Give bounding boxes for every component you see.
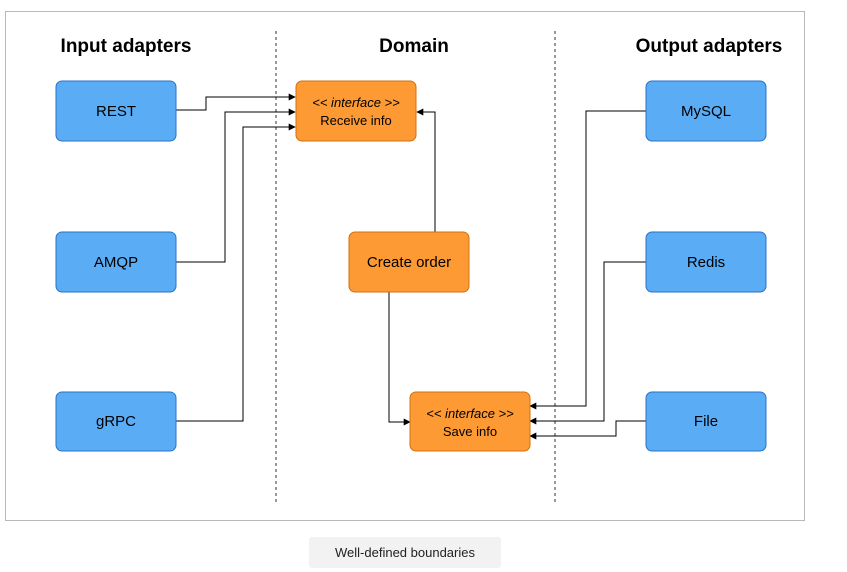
- adapter-grpc[interactable]: gRPC: [55, 391, 177, 452]
- domain-save-info[interactable]: << interface >> Save info: [409, 391, 531, 452]
- adapter-redis-label: Redis: [687, 254, 725, 271]
- adapter-amqp-label: AMQP: [94, 254, 138, 271]
- connector-rest-to-receive: [176, 93, 296, 111]
- domain-create-order[interactable]: Create order: [348, 231, 470, 293]
- adapter-grpc-label: gRPC: [96, 413, 136, 430]
- save-info-stereotype: << interface >>: [426, 406, 514, 421]
- connector-redis-to-save: [529, 261, 646, 425]
- connector-create-to-receive: [416, 108, 436, 232]
- connector-amqp-to-receive: [176, 108, 296, 263]
- adapter-file[interactable]: File: [645, 391, 767, 452]
- heading-input-adapters: Input adapters: [61, 36, 192, 57]
- adapter-rest[interactable]: REST: [55, 80, 177, 142]
- adapter-file-label: File: [694, 413, 718, 430]
- connector-grpc-to-receive: [176, 123, 296, 422]
- adapter-redis[interactable]: Redis: [645, 231, 767, 293]
- adapter-amqp[interactable]: AMQP: [55, 231, 177, 293]
- caption: Well-defined boundaries: [309, 537, 501, 568]
- adapter-mysql-label: MySQL: [681, 103, 731, 120]
- connector-file-to-save: [529, 420, 646, 440]
- heading-output-adapters: Output adapters: [636, 36, 783, 57]
- create-order-label: Create order: [367, 254, 451, 271]
- domain-receive-info[interactable]: << interface >> Receive info: [295, 80, 417, 142]
- connector-mysql-to-save: [529, 110, 646, 410]
- heading-domain: Domain: [379, 36, 449, 57]
- receive-info-name: Receive info: [320, 113, 392, 128]
- receive-info-stereotype: << interface >>: [312, 95, 400, 110]
- connector-create-to-save: [388, 292, 411, 426]
- save-info-name: Save info: [443, 424, 497, 439]
- adapter-rest-label: REST: [96, 103, 136, 120]
- adapter-mysql[interactable]: MySQL: [645, 80, 767, 142]
